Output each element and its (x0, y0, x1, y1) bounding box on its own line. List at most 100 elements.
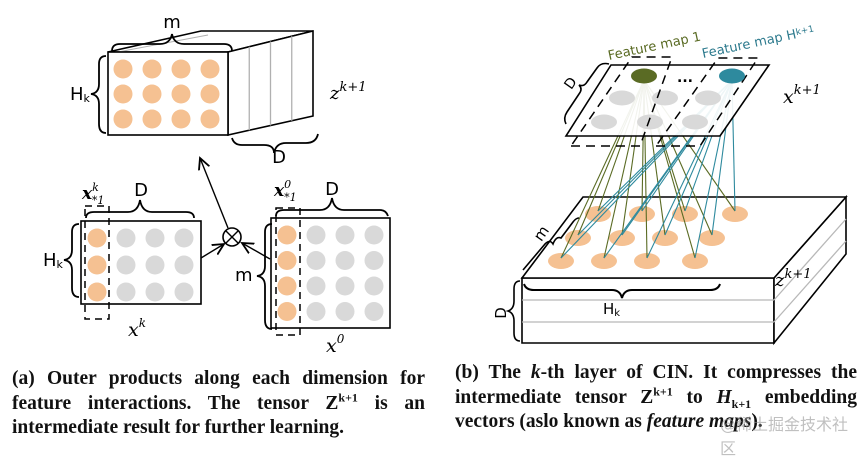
x0-node (364, 302, 384, 321)
d-label: D (272, 147, 286, 168)
plane-gray-node (591, 114, 617, 130)
m-brace (111, 33, 233, 52)
slab-hk-brace (523, 283, 721, 299)
tensor-z-node (171, 84, 191, 104)
caption-b: (b) The k-th layer of CIN. It compresses… (455, 361, 857, 435)
xk-node (145, 255, 165, 275)
panel-a: m Hk D zk+1 D xk*1 Hk xk (43, 12, 391, 357)
slab-hk-label: Hk (603, 300, 620, 319)
x0-column-selector (275, 207, 301, 336)
otimes-cross-b (225, 230, 239, 244)
tensor-z-node (142, 84, 162, 104)
x0-column-label: x0*1 (273, 178, 297, 204)
tensor-z-slices (117, 34, 293, 131)
feature-map-1-node (631, 68, 657, 84)
slab-node (682, 253, 708, 269)
slab-front-face (521, 277, 775, 344)
panel-b: Hk D m zk+1 ... D xk+1 Feature ma (492, 24, 848, 346)
slab-d-label: D (492, 307, 510, 319)
tensor-z-node (200, 109, 220, 129)
x0-d-brace (275, 197, 389, 217)
caption-b-h: H (716, 386, 732, 408)
x0-node (306, 276, 326, 296)
xk-nodes (87, 228, 194, 302)
caption-b-part: ). (751, 411, 763, 432)
xk-node (145, 228, 165, 248)
xk-to-op-arrow (200, 244, 224, 259)
plane-gray-node (682, 114, 708, 130)
xk-node (116, 282, 136, 302)
tensor-z-node (113, 109, 133, 129)
xk-node (174, 228, 194, 248)
xk-hk-brace (63, 223, 80, 298)
slab-node (722, 206, 748, 222)
x0-node (364, 276, 384, 296)
xk-hk-label: Hk (43, 250, 64, 271)
x0-node (306, 251, 326, 270)
x0-m-brace (256, 223, 273, 330)
x0-matrix: D x0*1 m x0 (235, 178, 391, 357)
tensor-z-node (113, 84, 133, 104)
xk-node (87, 282, 107, 302)
watermark: @稀土掘金技术社区 (720, 415, 849, 458)
m-label: m (163, 12, 181, 33)
caption-a-text: (a) Outer products along each dimension … (12, 368, 425, 414)
xk1-plane: ... D xk+1 Feature map 1 Feature map Hk+… (561, 24, 821, 147)
slab-side-slice-1 (773, 218, 847, 301)
feature-map-1-label: Feature map 1 (607, 30, 703, 64)
x0-nodes (277, 225, 384, 321)
xk1-label: xk+1 (783, 83, 821, 108)
slab-node (565, 230, 591, 246)
xk-column-label: xk*1 (81, 181, 104, 207)
outer-product-operator (200, 158, 271, 260)
tensor-z-label: zk+1 (329, 80, 367, 104)
slab-z-label: zk+1 (774, 267, 812, 291)
slab-side-slice-2 (773, 240, 847, 323)
xk-node (174, 282, 194, 302)
plane-d-label: D (561, 75, 580, 93)
slab-node (591, 253, 617, 269)
x0-node (335, 302, 355, 321)
caption-b-part: embedding vectors (aslo known as (455, 386, 857, 433)
tensor-z-node (171, 109, 191, 129)
plane-gray-node (609, 90, 635, 106)
x0-m-label: m (235, 265, 253, 286)
hk-brace (90, 55, 107, 134)
x0-node (306, 302, 326, 321)
x0-node (277, 276, 297, 296)
xk-d-brace (85, 199, 195, 219)
slab-node (585, 206, 611, 222)
op-to-z-arrow (200, 158, 229, 229)
cin-diagram: m Hk D zk+1 D xk*1 Hk xk (43, 12, 848, 357)
plane-gray-nodes (591, 90, 721, 130)
tensor-z-node (142, 109, 162, 129)
slab-node (634, 253, 660, 269)
xk-node (87, 255, 107, 275)
hk-label: Hk (70, 84, 91, 105)
caption-b-part: to (672, 386, 717, 408)
caption-b-part: -th layer of CIN. It compresses the inte… (455, 362, 857, 408)
xk-node (116, 255, 136, 275)
x0-node (277, 225, 297, 245)
x0-d-label: D (325, 179, 339, 200)
xk-node (145, 282, 165, 302)
slab-node (699, 230, 725, 246)
x0-node (364, 251, 384, 270)
slab-d-brace (505, 280, 521, 342)
tensor-z-node (171, 59, 191, 79)
feature-map-h-frame (654, 57, 760, 147)
x0-node (277, 251, 297, 270)
xk-matrix: D xk*1 Hk xk (43, 180, 202, 341)
x0-node (364, 225, 384, 245)
caption-b-k: k (530, 362, 541, 383)
xk-d-label: D (134, 180, 148, 201)
tensor-z-slab: Hk D m zk+1 (492, 194, 848, 346)
x0-node (306, 225, 326, 245)
plane-d-brace (563, 62, 610, 125)
caption-a-suffix: is an intermediate result for further le… (12, 392, 425, 439)
slab-node (548, 253, 574, 269)
ellipsis: ... (677, 70, 693, 86)
xk-node (174, 255, 194, 275)
tensor-z-node (142, 59, 162, 79)
xk-node (87, 228, 107, 248)
